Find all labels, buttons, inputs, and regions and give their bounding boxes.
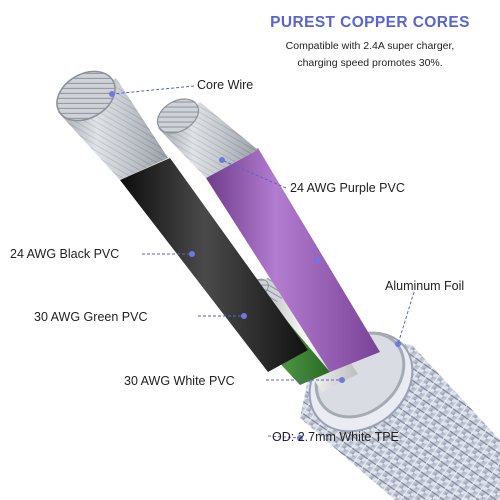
label-green-pvc: 30 AWG Green PVC bbox=[34, 310, 147, 324]
label-purple-pvc: 24 AWG Purple PVC bbox=[290, 181, 405, 195]
label-jacket-od: OD: 2.7mm White TPE bbox=[272, 430, 399, 444]
subtitle-line-2: charging speed promotes 30%. bbox=[252, 57, 488, 69]
core-wire-bundle bbox=[48, 61, 168, 180]
headline: PUREST COPPER CORES bbox=[252, 14, 488, 32]
label-core-wire: Core Wire bbox=[197, 78, 253, 92]
subtitle-line-1: Compatible with 2.4A super charger, bbox=[252, 40, 488, 52]
label-black-pvc: 24 AWG Black PVC bbox=[10, 247, 119, 261]
label-aluminum-foil: Aluminum Foil bbox=[385, 279, 464, 293]
label-white-pvc: 30 AWG White PVC bbox=[124, 374, 235, 388]
